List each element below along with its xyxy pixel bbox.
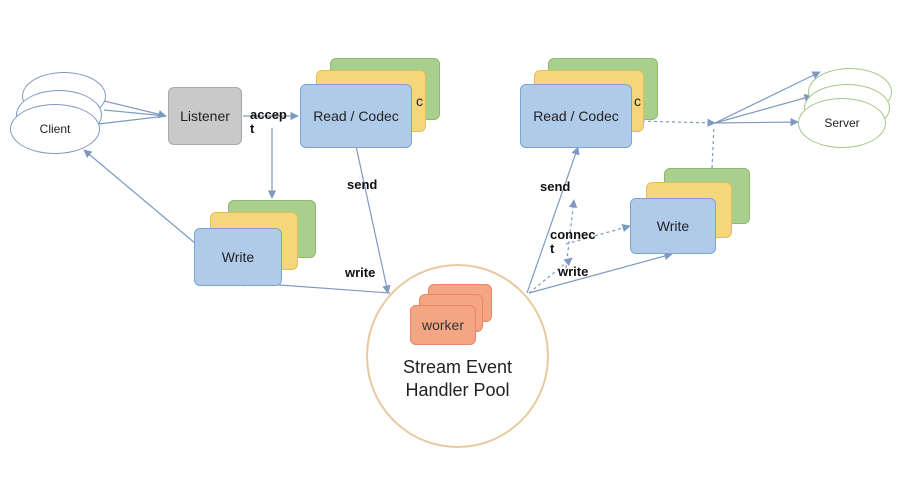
codec-to-junction-edge	[635, 118, 716, 128]
worker-node: worker	[410, 305, 476, 345]
read-codec-left-node: Read / Codec	[300, 84, 412, 148]
read-codec-right-label: Read / Codec	[533, 108, 619, 124]
write-left-node: Write	[194, 228, 282, 286]
server-label: Server	[824, 116, 860, 130]
write-to-junction-edge	[711, 125, 715, 169]
connect-label-line1: connec	[550, 227, 596, 242]
connect-label-line2: t	[550, 241, 555, 256]
send-right-label: send	[540, 179, 571, 194]
client-label: Client	[39, 122, 71, 136]
pool-title: Stream Event Handler Pool	[366, 356, 549, 402]
connect-edge-right	[565, 224, 631, 245]
write-left-label-edge: write	[345, 265, 376, 280]
read-codec-left-partial-label: c	[416, 93, 423, 109]
write-right-edge	[528, 251, 673, 294]
client-to-listener-edge-1	[99, 99, 167, 119]
read-codec-right-partial-label: c	[634, 93, 641, 109]
read-codec-right-node: Read / Codec	[520, 84, 632, 148]
accept-label-line2: t	[250, 121, 255, 136]
client-to-listener-edge-2	[103, 109, 167, 117]
client-to-listener-edge-3	[97, 115, 167, 125]
pool-title-line1: Stream Event	[402, 357, 513, 377]
client-ellipse: Client	[10, 104, 100, 154]
send-left-label: send	[347, 177, 378, 192]
pool-title-line2: Handler Pool	[405, 380, 510, 400]
server-ellipse: Server	[798, 98, 886, 148]
write-right-label-edge: write	[558, 264, 589, 279]
junction-to-server-1	[714, 71, 821, 124]
write-right-node: Write	[630, 198, 716, 254]
junction-to-server-3	[714, 117, 799, 127]
junction-to-server-2	[714, 93, 813, 124]
write-left-label: Write	[221, 249, 255, 265]
listener-node: Listener	[168, 87, 242, 145]
accept-label: accep t	[250, 108, 287, 136]
connect-label: connec t	[550, 228, 596, 256]
worker-label: worker	[421, 317, 464, 333]
send-left-edge	[355, 145, 391, 294]
listener-label: Listener	[180, 108, 230, 124]
read-codec-left-label: Read / Codec	[313, 108, 399, 124]
write-right-label: Write	[656, 218, 690, 234]
write-to-client-edge	[83, 149, 197, 245]
send-right-edge	[526, 146, 580, 294]
accept-label-line1: accep	[250, 107, 287, 122]
